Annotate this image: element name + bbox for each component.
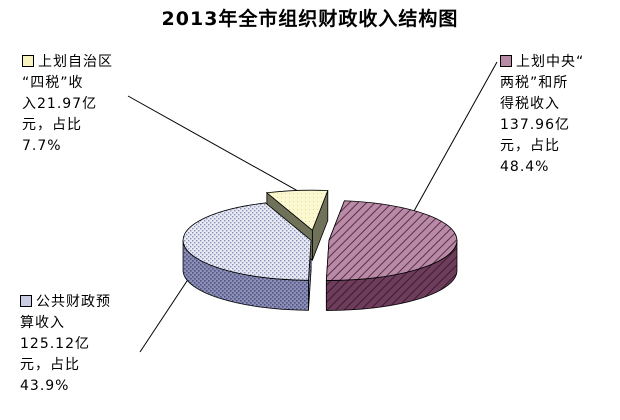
label-line: 48.4% <box>500 159 550 175</box>
leader-line-regional-taxes <box>127 95 298 191</box>
slice-label-regional-taxes: 上划自治区 “四税”收 入21.97亿 元，占比 7.7% <box>22 52 113 157</box>
slice-label-public-budget: 公共财政预 算收入 125.12亿 元，占比 43.9% <box>20 292 111 397</box>
pie-tops <box>182 189 458 281</box>
label-line: 两税”和所 <box>500 75 569 91</box>
slice-label-central-taxes: 上划中央“ 两税”和所 得税收入 137.96亿 元，占比 48.4% <box>500 52 584 178</box>
label-line: 元，占比 <box>22 117 82 133</box>
label-line: 上划自治区 <box>22 52 113 73</box>
pie-slice-central-taxes <box>325 200 458 281</box>
label-line: 125.12亿 <box>20 336 90 352</box>
label-line: 137.96亿 <box>500 117 570 133</box>
label-line: 得税收入 <box>500 96 560 112</box>
label-line: 元，占比 <box>20 357 80 373</box>
label-line: 上划中央“ <box>500 52 584 73</box>
label-line: 算收入 <box>20 315 65 331</box>
label-line: 7.7% <box>22 138 62 154</box>
chart-title: 2013年全市组织财政收入结构图 <box>161 8 459 30</box>
label-line: 元，占比 <box>500 138 560 154</box>
legend-swatch-regional-taxes <box>22 55 34 67</box>
pie-slice-public-budget <box>182 202 312 281</box>
label-line: 43.9% <box>20 378 70 394</box>
label-line: “四税”收 <box>22 75 84 91</box>
label-line: 入21.97亿 <box>22 96 98 112</box>
pie-slice-regional-taxes <box>265 189 329 231</box>
label-line: 公共财政预 <box>20 292 111 313</box>
legend-swatch-central-taxes <box>500 55 512 67</box>
legend-swatch-public-budget <box>20 295 32 307</box>
leader-line-central-taxes <box>413 61 498 211</box>
